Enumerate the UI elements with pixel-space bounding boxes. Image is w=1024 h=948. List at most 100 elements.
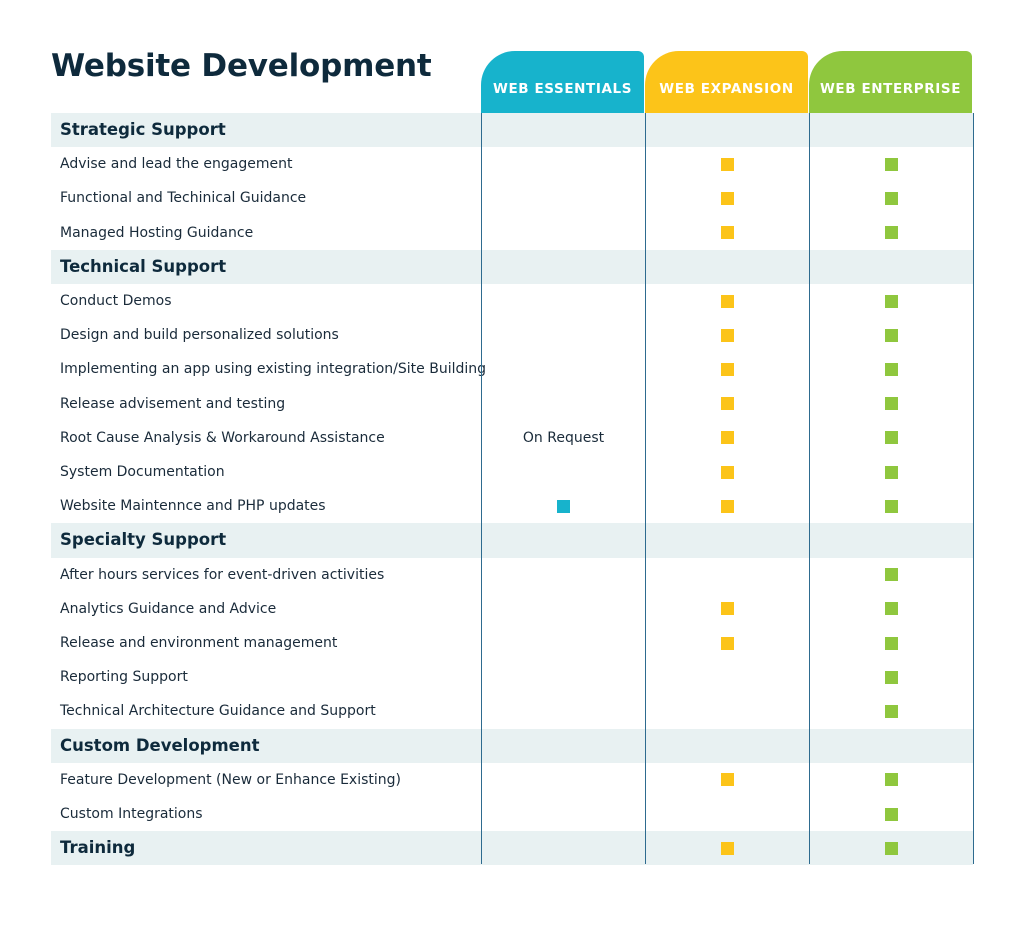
- section-header-row: Training: [51, 831, 973, 866]
- plan-cell: [646, 626, 809, 660]
- plan-cell: [646, 318, 809, 352]
- feature-row: Conduct Demos: [51, 284, 973, 318]
- enterprise-check-mark: [885, 499, 898, 513]
- plan-cell: [810, 523, 973, 557]
- enterprise-check-mark: [885, 397, 898, 411]
- enterprise-check-mark: [885, 157, 898, 171]
- plan-cell: [810, 558, 973, 592]
- feature-label: Functional and Techinical Guidance: [60, 190, 307, 207]
- feature-label: After hours services for event-driven ac…: [60, 566, 385, 583]
- expansion-check-mark: [721, 499, 734, 513]
- plan-cell: [810, 626, 973, 660]
- feature-label: Release and environment management: [60, 635, 338, 651]
- feature-label: Managed Hosting Guidance: [60, 224, 254, 241]
- feature-row: Feature Development (New or Enhance Exis…: [51, 763, 973, 797]
- plan-header-label: WEB EXPANSION: [659, 81, 794, 97]
- plan-cell: [810, 250, 973, 284]
- plan-cell: [646, 250, 809, 284]
- plan-cell: [482, 729, 645, 763]
- plan-cell: [810, 113, 973, 147]
- plan-cell: [482, 216, 645, 250]
- plan-cell: [482, 284, 645, 318]
- feature-row: Implementing an app using existing integ…: [51, 352, 973, 386]
- section-title: Strategic Support: [60, 120, 226, 139]
- enterprise-check-mark: [885, 773, 898, 787]
- plan-cell: [482, 352, 645, 386]
- plan-cell: [810, 421, 973, 455]
- plan-cell: [810, 797, 973, 831]
- plan-cell: [810, 660, 973, 694]
- section-header-row: Technical Support: [51, 249, 973, 284]
- feature-row: Release advisement and testing: [51, 387, 973, 421]
- enterprise-check-mark: [885, 226, 898, 240]
- enterprise-check-mark: [885, 328, 898, 342]
- expansion-check-mark: [721, 465, 734, 479]
- feature-row: Custom Integrations: [51, 797, 973, 831]
- column-divider: [481, 113, 482, 864]
- plan-cell: [482, 694, 645, 728]
- plan-cell: [482, 181, 645, 215]
- plan-cell: [482, 113, 645, 147]
- feature-row: Technical Architecture Guidance and Supp…: [51, 694, 973, 728]
- feature-row: Design and build personalized solutions: [51, 318, 973, 352]
- plan-cell: [810, 318, 973, 352]
- plan-cell: [810, 694, 973, 728]
- expansion-check-mark: [721, 328, 734, 342]
- enterprise-check-mark: [885, 191, 898, 205]
- plan-cell: [482, 147, 645, 181]
- plan-header-web-essentials: WEB ESSENTIALS: [481, 51, 644, 113]
- section-title: Specialty Support: [60, 530, 227, 550]
- section-header-row: Strategic Support: [51, 113, 973, 148]
- section-title: Technical Support: [60, 256, 227, 276]
- feature-label: Reporting Support: [60, 669, 188, 686]
- plan-cell: [482, 523, 645, 557]
- plan-cell: [810, 763, 973, 797]
- section-header-row: Specialty Support: [51, 523, 973, 558]
- plan-cell: [482, 455, 645, 489]
- plan-header-web-expansion: WEB EXPANSION: [645, 51, 808, 113]
- plan-cell: [810, 489, 973, 523]
- plan-cell: [646, 763, 809, 797]
- column-divider: [645, 113, 646, 864]
- feature-row: Analytics Guidance and Advice: [51, 592, 973, 626]
- plan-cell: [810, 216, 973, 250]
- expansion-check-mark: [721, 226, 734, 240]
- plan-cell: [646, 421, 809, 455]
- plan-cell: [482, 797, 645, 831]
- plan-cell: [646, 489, 809, 523]
- expansion-check-mark: [721, 841, 734, 855]
- plan-cell: [810, 147, 973, 181]
- feature-label: Release advisement and testing: [60, 395, 286, 412]
- plan-cell: [810, 455, 973, 489]
- feature-label: Feature Development (New or Enhance Exis…: [60, 771, 401, 788]
- plan-cell: [646, 352, 809, 386]
- enterprise-check-mark: [885, 670, 898, 684]
- feature-row: Release and environment management: [51, 626, 973, 660]
- feature-label: Website Maintennce and PHP updates: [60, 498, 326, 515]
- plan-cell: [810, 181, 973, 215]
- enterprise-check-mark: [885, 294, 898, 308]
- plan-cell: [646, 284, 809, 318]
- feature-label: Design and build personalized solutions: [60, 327, 339, 344]
- column-divider: [973, 113, 974, 864]
- feature-row: System Documentation: [51, 455, 973, 489]
- expansion-check-mark: [721, 157, 734, 171]
- expansion-check-mark: [721, 431, 734, 445]
- enterprise-check-mark: [885, 704, 898, 718]
- feature-label: Analytics Guidance and Advice: [60, 600, 277, 617]
- plan-cell: [482, 592, 645, 626]
- plan-cell: [646, 523, 809, 557]
- essentials-check-mark: [557, 499, 570, 513]
- feature-row: Root Cause Analysis & Workaround Assista…: [51, 421, 973, 455]
- feature-label: Implementing an app using existing integ…: [60, 361, 487, 378]
- plan-cell: [646, 455, 809, 489]
- expansion-check-mark: [721, 636, 734, 650]
- plan-cell: [646, 729, 809, 763]
- feature-label: Custom Integrations: [60, 806, 203, 822]
- feature-label: Advise and lead the engagement: [60, 156, 293, 173]
- plan-cell: [646, 592, 809, 626]
- plan-cell: [646, 660, 809, 694]
- feature-row: Functional and Techinical Guidance: [51, 181, 973, 215]
- expansion-check-mark: [721, 294, 734, 308]
- plan-cell: [646, 797, 809, 831]
